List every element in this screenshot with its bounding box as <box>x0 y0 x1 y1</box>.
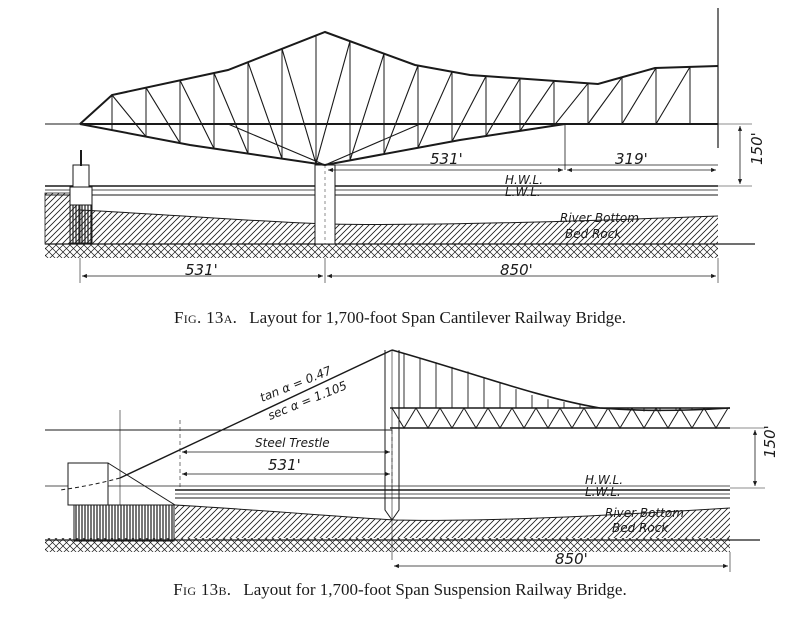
label-river-bottom-13b: River Bottom <box>605 506 684 520</box>
figure-13b: tan α = 0.47 sec α = 1.105 Steel Trestle… <box>45 349 779 572</box>
label-lwl-13a: L.W.L. <box>505 185 541 199</box>
water-levels <box>45 185 718 196</box>
dim-suspended-319: 319' <box>615 150 648 168</box>
main-pier <box>314 164 336 245</box>
figure-13a: 531' 319' 150' H.W.L. L.W.L. River Botto… <box>44 8 766 283</box>
caption-figure-13b-text: Layout for 1,700-foot Span Suspension Ra… <box>243 580 627 599</box>
river-bottom-band <box>79 209 719 244</box>
water-levels-13b <box>45 485 730 499</box>
cantilever-truss <box>45 8 719 167</box>
caption-figure-13a: Fig. 13a. Layout for 1,700-foot Span Cant… <box>0 308 800 328</box>
dimension-lines-13b <box>179 420 765 572</box>
dim-anchor-arm-531: 531' <box>185 261 218 279</box>
dim-cantilever-arm-531: 531' <box>430 150 463 168</box>
left-pier <box>69 150 93 244</box>
dim-height-150-13b: 150' <box>761 425 779 458</box>
dim-half-span-850-13b: 850' <box>555 550 588 568</box>
dimension-lines-13a <box>79 123 752 283</box>
label-bed-rock-13b: Bed Rock <box>612 521 669 535</box>
river-bottom-band-13b <box>174 504 731 538</box>
label-hwl-13a: H.W.L. <box>505 173 543 187</box>
caption-figure-13a-text: Layout for 1,700-foot Span Cantilever Ra… <box>249 308 626 327</box>
anchorage <box>67 410 177 542</box>
caption-figure-13b: Fig 13b. Layout for 1,700-foot Span Suspe… <box>0 580 800 600</box>
caption-figure-13a-number: Fig. 13a. <box>174 308 238 327</box>
dim-back-span-531: 531' <box>268 456 301 474</box>
label-hwl-13b: H.W.L. <box>585 473 623 487</box>
label-lwl-13b: L.W.L. <box>585 485 621 499</box>
label-river-bottom-13a: River Bottom <box>560 211 639 225</box>
dim-half-span-850-13a: 850' <box>500 261 533 279</box>
suspension-cable-and-deck <box>45 349 731 491</box>
bed-rock-ground <box>45 243 755 258</box>
label-bed-rock-13a: Bed Rock <box>565 227 622 241</box>
caption-figure-13b-number: Fig 13b. <box>173 580 232 599</box>
dim-height-150: 150' <box>748 132 766 165</box>
label-steel-trestle: Steel Trestle <box>255 436 330 450</box>
